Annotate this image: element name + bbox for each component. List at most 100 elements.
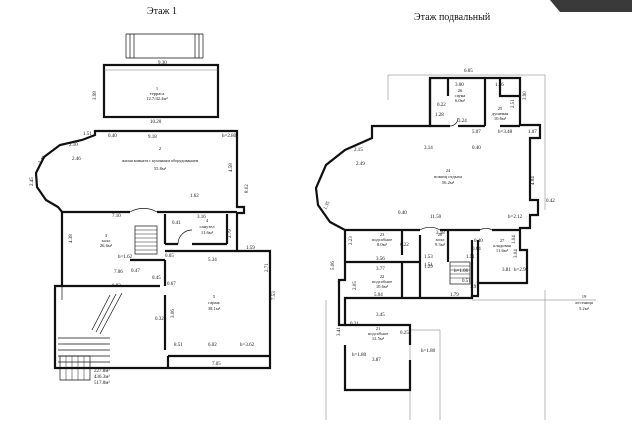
svg-text:7.10: 7.10 xyxy=(112,214,121,219)
first-floor-room-labels: 1 терраса 12.7/42.4м² 2 жилая комната с … xyxy=(100,86,221,311)
garage-west-wall xyxy=(163,295,270,358)
room-5-area: 38.1м² xyxy=(208,306,221,311)
svg-text:9.18: 9.18 xyxy=(148,135,157,140)
svg-text:1.45: 1.45 xyxy=(38,155,48,165)
svg-text:3.77: 3.77 xyxy=(376,267,385,272)
svg-text:8.02: 8.02 xyxy=(245,184,250,193)
svg-text:6.02: 6.02 xyxy=(208,343,217,348)
svg-text:3.90: 3.90 xyxy=(523,91,528,100)
svg-text:3.04: 3.04 xyxy=(514,249,519,258)
svg-text:3.45: 3.45 xyxy=(376,313,385,318)
sauna-partitions xyxy=(446,78,520,98)
svg-text:0.67: 0.67 xyxy=(167,282,176,287)
svg-text:1.51: 1.51 xyxy=(83,132,92,137)
hall-jamb xyxy=(55,285,63,300)
first-floor-outer-walls xyxy=(34,129,272,370)
room-4-number: 4 xyxy=(206,218,209,223)
corner-decoration xyxy=(550,0,632,12)
svg-text:0.41: 0.41 xyxy=(172,221,181,226)
svg-text:0.47: 0.47 xyxy=(131,269,140,274)
room-22-name: подсобное xyxy=(372,279,392,284)
room-20-name: холл xyxy=(436,237,446,242)
svg-text:4.84: 4.84 xyxy=(531,176,536,185)
svg-text:h=2.90: h=2.90 xyxy=(514,268,529,273)
svg-text:7.53: 7.53 xyxy=(272,291,277,300)
basement-inner-walls xyxy=(400,230,480,298)
first-floor-title: Этаж 1 xyxy=(147,6,177,17)
room-5-number: 5 xyxy=(213,294,216,299)
hall-door-arc xyxy=(129,208,158,213)
svg-text:7.05: 7.05 xyxy=(212,362,221,367)
terrace-outline xyxy=(102,63,220,119)
svg-text:0.21: 0.21 xyxy=(350,322,359,327)
basement-frame-lines xyxy=(325,74,546,420)
room-4-name: санузел xyxy=(199,224,215,229)
svg-text:0.40: 0.40 xyxy=(474,239,483,244)
room-25-number: 25 xyxy=(498,106,503,111)
bathroom-walls xyxy=(163,214,229,246)
terrace-entry-frame xyxy=(125,34,204,58)
room-26-number: 26 xyxy=(458,88,463,93)
svg-text:h=1.62: h=1.62 xyxy=(118,255,133,260)
svg-text:0.51: 0.51 xyxy=(462,279,471,284)
room-19-number: 19 xyxy=(582,294,587,299)
storage-door-arc xyxy=(479,228,493,231)
svg-text:0.40: 0.40 xyxy=(398,211,407,216)
svg-text:h=3.62: h=3.62 xyxy=(240,343,255,348)
room-26-name: сауна xyxy=(455,93,466,98)
room-1-name: терраса xyxy=(150,91,165,96)
svg-text:2.05: 2.05 xyxy=(353,281,358,290)
svg-text:3.06: 3.06 xyxy=(171,309,176,318)
svg-text:8.51: 8.51 xyxy=(174,343,183,348)
svg-text:1.62: 1.62 xyxy=(190,194,199,199)
svg-text:3.98: 3.98 xyxy=(93,91,98,100)
svg-text:2.49: 2.49 xyxy=(356,162,365,167)
room-21-name: подсобное xyxy=(368,331,388,336)
room-22-number: 22 xyxy=(380,274,385,279)
room-24-number: 24 xyxy=(446,168,451,173)
room-3-number: 3 xyxy=(105,233,108,238)
room-20-number: 20 xyxy=(438,232,443,237)
hall-stairs xyxy=(134,225,158,255)
svg-text:2.45: 2.45 xyxy=(30,177,35,186)
svg-text:3.91: 3.91 xyxy=(470,285,479,290)
svg-text:1.07: 1.07 xyxy=(528,130,537,135)
svg-text:3.41: 3.41 xyxy=(337,327,342,336)
first-floor-dimensions: 9.30 3.98 10.20 9.18 h=2.80 1.51 0.40 2.… xyxy=(30,61,277,367)
room-27-name: кладовая xyxy=(493,243,511,248)
svg-text:5.07: 5.07 xyxy=(472,130,481,135)
svg-text:0.22: 0.22 xyxy=(437,103,446,108)
basement-title: Этаж подвальный xyxy=(414,12,491,23)
room-2-name: жилая комната с кухонным оборудованием xyxy=(121,158,199,163)
total-1: 227.8м² xyxy=(94,368,110,374)
svg-text:0.22: 0.22 xyxy=(400,243,409,248)
room-4-area: 11.6м² xyxy=(201,230,214,235)
basement-room-labels: 26 сауна 6.0м² 25 душевая 10.6м² 24 поме… xyxy=(368,88,593,341)
svg-text:10.20: 10.20 xyxy=(150,120,162,125)
svg-text:h=2.80: h=2.80 xyxy=(222,134,237,139)
svg-text:h=2.12: h=2.12 xyxy=(508,215,523,220)
svg-text:1.53: 1.53 xyxy=(424,255,433,260)
svg-text:3.87: 3.87 xyxy=(372,358,381,363)
utility-walls xyxy=(345,260,420,298)
svg-text:6.05: 6.05 xyxy=(464,69,473,74)
first-floor-plan: 9.30 3.98 10.20 9.18 h=2.80 1.51 0.40 2.… xyxy=(30,33,277,386)
total-2: 436.3м² xyxy=(94,374,110,380)
svg-text:0.64: 0.64 xyxy=(472,247,481,252)
room-3-area: 26.6м² xyxy=(100,243,113,248)
svg-text:h=3.48: h=3.48 xyxy=(498,130,513,135)
room-5-name: гараж xyxy=(208,300,220,305)
svg-text:2.10: 2.10 xyxy=(69,143,78,148)
room-27-number: 27 xyxy=(500,238,505,243)
room-24-area: 56.2м² xyxy=(442,180,455,185)
room-2-area: 55.8м² xyxy=(154,166,167,171)
room-3-name: холл xyxy=(102,238,112,243)
room-2-number: 2 xyxy=(159,146,162,151)
svg-text:0.40: 0.40 xyxy=(472,146,481,151)
svg-text:5.06: 5.06 xyxy=(331,261,336,270)
svg-text:1.86: 1.86 xyxy=(495,83,504,88)
svg-text:5.04: 5.04 xyxy=(374,293,383,298)
svg-text:1.79: 1.79 xyxy=(450,293,459,298)
svg-text:11.50: 11.50 xyxy=(430,215,442,220)
